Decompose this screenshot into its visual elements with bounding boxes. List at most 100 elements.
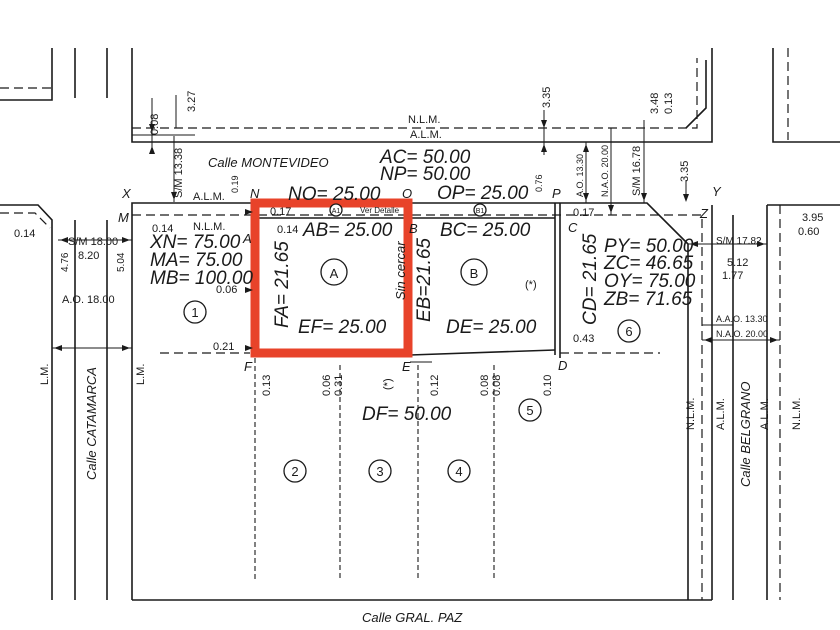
- parcel-2-marker: 2: [283, 459, 307, 483]
- measure-bc: BC= 25.00: [440, 220, 531, 241]
- parcel-1-marker: 1: [183, 300, 207, 324]
- vertex-x: X: [121, 186, 132, 201]
- lot-b-label: B: [470, 266, 479, 281]
- measure-py: PY= 50.00: [604, 236, 694, 257]
- parcel-3-marker: 3: [368, 459, 392, 483]
- alm-label-east-1: A.L.M.: [715, 398, 727, 430]
- lot-b-marker: B: [460, 258, 488, 286]
- alm-label-east-2: A.L.M.: [759, 398, 771, 430]
- dim-label-021: 0.21: [213, 341, 234, 353]
- measure-ma: MA= 75.00: [150, 250, 243, 271]
- vertex-a: A: [242, 231, 252, 246]
- parcel-5-marker: 5: [518, 398, 542, 422]
- parcel-6-marker: 6: [617, 319, 641, 343]
- dim-label-nao2000: N.A.O. 20.00: [600, 145, 610, 197]
- block-nw-edge: [0, 48, 53, 101]
- lot-a-label: A: [330, 266, 339, 281]
- dim-label-476: 4.76: [60, 252, 71, 272]
- nlm-label-east-1: N.L.M.: [685, 398, 697, 430]
- nlm-label-2: N.L.M.: [193, 221, 225, 233]
- detail-a1-label: A1: [332, 208, 341, 215]
- north-chamfer: [685, 60, 707, 129]
- vertex-b: B: [409, 221, 418, 236]
- main-block-outline: [131, 202, 689, 600]
- parcel-1-label: 1: [191, 305, 198, 320]
- street-north: Calle MONTEVIDEO: [208, 155, 329, 170]
- vertex-c: C: [568, 220, 578, 235]
- vertex-n: N: [250, 186, 260, 201]
- dim-label-sm1338: S/M 13.38: [173, 148, 185, 198]
- dim-label-006: 0.06: [216, 284, 237, 296]
- measure-np: NP= 50.00: [380, 164, 471, 185]
- parcel-3-label: 3: [376, 464, 383, 479]
- west-block-edge: [0, 204, 53, 600]
- parcel-2-label: 2: [291, 464, 298, 479]
- sin-cercar-label: Sin cercar: [393, 241, 408, 300]
- dim-label-sm1782: S/M 17.82: [716, 236, 762, 247]
- dim-label-019: 0.19: [230, 175, 240, 193]
- measure-ef: EF= 25.00: [298, 317, 387, 338]
- ver-detalle-link[interactable]: Ver Detalle: [360, 206, 400, 215]
- dim-label-014-a: 0.14: [277, 224, 298, 236]
- parcel-6-label: 6: [625, 324, 632, 339]
- west-nlm: [0, 212, 51, 229]
- dim-label-006-s: 0.06: [321, 375, 333, 396]
- measure-cd: CD= 21.65: [580, 233, 601, 325]
- street-west: Calle CATAMARCA: [84, 367, 99, 480]
- dim-label-nao2000-east: N.A.O. 20.00: [716, 329, 768, 339]
- dim-label-043: 0.43: [573, 333, 594, 345]
- dim-label-ao1330: A.O. 13.30: [575, 154, 585, 197]
- measure-op: OP= 25.00: [437, 183, 529, 204]
- dim-label-sm1800: S/M 18.00: [68, 236, 118, 248]
- lm-label-main: L.M.: [135, 364, 147, 385]
- north-block-nlm: [132, 58, 698, 129]
- vertex-m: M: [118, 210, 129, 225]
- measure-oy: OY= 75.00: [604, 271, 696, 292]
- dim-label-031: 0.31: [333, 375, 345, 396]
- dim-label-014-west: 0.14: [14, 228, 35, 240]
- vertex-o: O: [402, 186, 412, 201]
- measure-eb: EB=21.65: [414, 238, 435, 322]
- parcel-4-marker: 4: [447, 459, 471, 483]
- dim-label-327: 3.27: [186, 91, 198, 112]
- parcel-4-label: 4: [455, 464, 462, 479]
- dim-label-335: 3.35: [541, 87, 553, 108]
- dim-label-aao1330: A.A.O. 13.30: [716, 314, 768, 324]
- lm-label-west: L.M.: [39, 364, 51, 385]
- main-block-nlm: [132, 214, 703, 600]
- detail-b1-marker[interactable]: B1: [473, 203, 487, 217]
- dim-label-177: 1.77: [722, 270, 743, 282]
- measure-ac: AC= 50.00: [379, 147, 471, 168]
- dim-label-ao1800: A.O. 18.00: [62, 294, 115, 306]
- dim-label-sm1678: S/M 16.78: [631, 146, 643, 196]
- block-ne-edge: [772, 48, 840, 143]
- detail-b1-label: B1: [476, 208, 485, 215]
- alm-north-label: A.L.M.: [410, 129, 442, 141]
- measure-df: DF= 50.00: [362, 404, 452, 425]
- measure-mb: MB= 100.00: [150, 268, 253, 289]
- dim-label-504: 5.04: [116, 252, 127, 272]
- dim-label-008-s2: 0.08: [491, 375, 503, 396]
- dim-label-008-s1: 0.08: [479, 375, 491, 396]
- vertex-e: E: [402, 359, 411, 374]
- vertex-y: Y: [712, 184, 722, 199]
- measure-no: NO= 25.00: [288, 184, 381, 205]
- dim-label-017-right: 0.17: [573, 207, 594, 219]
- dim-label-348: 3.48: [649, 93, 661, 114]
- dim-label-395: 3.95: [802, 212, 823, 224]
- detail-a1-marker[interactable]: A1: [329, 203, 343, 217]
- north-block-edge: [131, 48, 713, 143]
- lot-a-highlight: [250, 198, 413, 358]
- vertex-p: P: [552, 186, 561, 201]
- asterisk-note-1: (*): [525, 279, 537, 291]
- parcel-5-label: 5: [526, 403, 533, 418]
- measure-de: DE= 25.00: [446, 317, 537, 338]
- measure-zc: ZC= 46.65: [603, 253, 694, 274]
- vertex-d: D: [558, 358, 567, 373]
- dim-label-010: 0.10: [542, 375, 554, 396]
- street-south: Calle GRAL. PAZ: [362, 610, 463, 625]
- dim-label-335-b: 3.35: [679, 161, 691, 182]
- dim-label-014-mid: 0.14: [152, 223, 173, 235]
